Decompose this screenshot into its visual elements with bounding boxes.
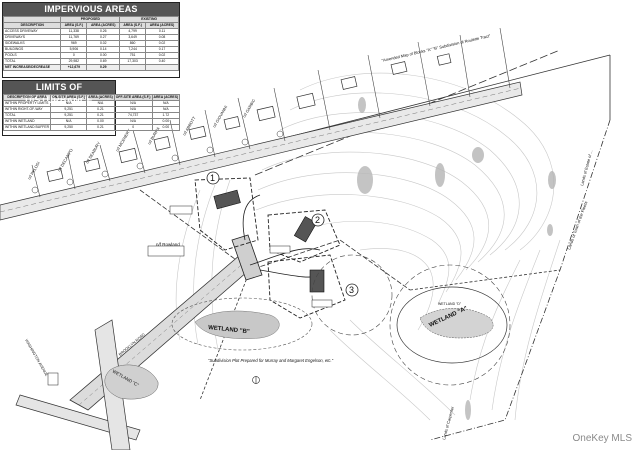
lot-1-label: 1 — [210, 173, 215, 183]
building-envelopes — [194, 177, 346, 319]
column-header: OFF-SITE AREA (S.F.) — [113, 94, 153, 101]
buffer-circles — [311, 254, 511, 386]
table-cell: NET INCREASE/DECREASE — [2, 64, 62, 71]
column-header: ON-SITE AREA (S.F.) — [50, 94, 88, 101]
wetland-b — [171, 297, 313, 351]
table-cell: +12,679 — [60, 64, 88, 71]
owner-rowland: n/f Rowland — [156, 242, 180, 247]
lot-markers: 1 2 3 — [206, 171, 359, 297]
upper-road — [0, 81, 523, 221]
table-cell — [145, 64, 179, 71]
table-row: NET INCREASE/DECREASE +12,679 0.29 — [2, 64, 179, 71]
wetland-small-label: WETLAND "D" — [438, 302, 462, 306]
table-row: WITHIN RIGHT-OF-WAY 9,251 0.21 N/A N/A — [2, 106, 181, 113]
column-header: DESCRIPTION OF AREA — [2, 94, 52, 101]
table-cell: WITHIN PROPERTY LIMITS — [2, 100, 52, 107]
column-header: AREA (ACRES) — [86, 22, 121, 29]
table-cell: 0.00 — [151, 124, 181, 131]
limits-of-disturbance-table: LIMITS OF DISTURBANCE DESCRIPTION OF ARE… — [2, 80, 181, 136]
table-cell: 9,250 — [50, 124, 88, 131]
impervious-title: IMPERVIOUS AREAS — [3, 3, 179, 16]
table-cell: 0.29 — [86, 64, 121, 71]
wetland-b-label: WETLAND "B" — [208, 325, 250, 335]
lot-circles — [31, 130, 284, 194]
terrain-patches — [357, 97, 556, 420]
wetland-a — [396, 286, 508, 364]
column-header: AREA (ACRES) — [145, 22, 179, 29]
table-cell: 0.21 — [86, 124, 115, 131]
lot-2-label: 2 — [315, 215, 320, 225]
north-arrow-icon — [252, 376, 260, 384]
road-front-lots — [31, 27, 511, 198]
table-cell — [119, 64, 146, 71]
lot-3-label: 3 — [349, 285, 354, 295]
table-cell: 0 — [113, 124, 153, 131]
houses — [46, 53, 452, 182]
column-header: AREA (S.F.) — [119, 22, 146, 29]
proposed-buildings — [213, 189, 325, 293]
watermark: OneKey MLS — [572, 433, 632, 444]
subdivision-plot-note: "Subdivision Plot Prepared for Murray an… — [208, 358, 334, 363]
wetland-c — [104, 364, 159, 400]
disturbance-title: LIMITS OF DISTURBANCE — [3, 81, 115, 105]
column-header: AREA (ACRES) — [86, 94, 115, 101]
contour-lines — [175, 72, 561, 421]
table-cell: WITHIN WETLAND BUFFER — [2, 124, 52, 131]
impervious-areas-table: IMPERVIOUS AREAS PROPOSED EXISTING DESCR… — [2, 2, 180, 78]
column-header: AREA (ACRES) — [151, 94, 181, 101]
callout-boxes — [47, 205, 333, 386]
table-row: WITHIN WETLAND BUFFER 9,250 0.21 0 0.00 — [2, 124, 181, 131]
column-header: AREA (S.F.) — [60, 22, 88, 29]
